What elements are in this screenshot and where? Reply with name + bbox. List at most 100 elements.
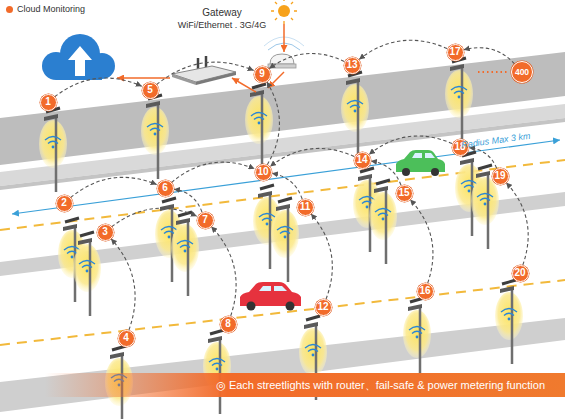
callout-number: 5 xyxy=(142,82,159,99)
mesh-link xyxy=(157,62,254,84)
car-wheel xyxy=(286,302,295,311)
continuation-dots xyxy=(478,71,508,73)
number-text: 20 xyxy=(514,268,525,278)
number-text: 4 xyxy=(123,333,129,343)
streetlight xyxy=(495,280,523,364)
light-sensor xyxy=(264,0,304,68)
number-text: 14 xyxy=(356,155,367,165)
streetlight xyxy=(445,58,473,142)
mesh-link xyxy=(71,177,157,197)
caption-text: ◎ Each streetlights with router、fail-saf… xyxy=(216,379,545,391)
upload-arrow xyxy=(68,46,92,76)
uplink-arrow xyxy=(232,78,256,92)
streetlight xyxy=(369,180,397,264)
callout-number: 11 xyxy=(297,199,314,216)
number-text: 2 xyxy=(61,198,67,208)
callout-number: 9 xyxy=(254,66,271,83)
number-text: 13 xyxy=(346,60,357,70)
mesh-link xyxy=(174,189,202,212)
mesh-link xyxy=(506,183,528,265)
streetlight xyxy=(245,84,273,168)
streetlight xyxy=(271,198,299,282)
mesh-link xyxy=(311,214,332,299)
mesh-link xyxy=(111,239,135,330)
mesh-link xyxy=(410,200,433,283)
uplink-arrow xyxy=(117,77,170,79)
gateway-device xyxy=(172,56,236,85)
car-window xyxy=(274,286,287,291)
callout-number: 19 xyxy=(492,168,509,185)
number-text: 9 xyxy=(259,69,265,79)
mesh-link xyxy=(369,136,452,154)
callout-number: 10 xyxy=(255,164,272,181)
mesh-link xyxy=(270,148,354,166)
sun-rays xyxy=(271,0,297,24)
number-text: 10 xyxy=(257,167,268,177)
mesh-link xyxy=(211,227,236,316)
router-side xyxy=(172,74,196,85)
red-car xyxy=(240,282,301,311)
caption-band: ◎ Each streetlights with router、fail-saf… xyxy=(45,373,565,397)
streetlight xyxy=(403,298,431,382)
number-text: 1 xyxy=(45,97,51,107)
sun xyxy=(278,5,290,17)
car-wheel xyxy=(431,168,439,176)
mesh-link xyxy=(269,53,344,68)
number-text: 7 xyxy=(202,215,208,225)
callout-number: 6 xyxy=(157,180,174,197)
callout-number: 14 xyxy=(354,152,371,169)
green-car xyxy=(396,150,445,176)
car-body xyxy=(396,150,445,172)
number-text: 15 xyxy=(398,188,409,198)
number-text: 8 xyxy=(225,319,231,329)
mesh-link xyxy=(272,173,302,199)
car-wheel xyxy=(247,302,256,311)
callout-number: 20 xyxy=(512,265,529,282)
number-text: 400 xyxy=(515,68,529,77)
uplink-arrow xyxy=(283,24,285,52)
number-text: 16 xyxy=(419,286,430,296)
number-text: 12 xyxy=(317,302,328,312)
legend-swatch xyxy=(6,6,13,13)
callout-number: 1 xyxy=(40,94,57,111)
streetlight xyxy=(341,72,369,156)
number-text: 11 xyxy=(300,202,311,212)
callout-number: 8 xyxy=(220,316,237,333)
streetlight xyxy=(141,95,169,179)
gateway-label: WiFi/Ethernet . 3G/4G xyxy=(157,20,287,30)
legend-entry: Cloud Monitoring xyxy=(6,4,85,14)
number-text: 3 xyxy=(102,227,108,237)
streetlight xyxy=(39,108,67,192)
car-wheel xyxy=(402,168,410,176)
number-text: 17 xyxy=(449,47,460,57)
callout-number: 3 xyxy=(97,224,114,241)
mesh-link xyxy=(112,208,197,227)
number-text: 19 xyxy=(494,171,505,181)
mesh-link xyxy=(359,40,447,59)
car-window xyxy=(259,286,271,291)
number-text: 6 xyxy=(162,183,168,193)
road-band xyxy=(0,318,565,412)
car-window xyxy=(425,153,435,158)
cloud-icon xyxy=(42,34,115,80)
mesh-link xyxy=(469,148,497,168)
mesh-link xyxy=(55,78,142,97)
callout-number: 15 xyxy=(396,185,413,202)
callout-number: 13 xyxy=(344,57,361,74)
streetlight xyxy=(171,212,199,296)
streetlight xyxy=(203,330,231,414)
legend-text: Cloud Monitoring xyxy=(17,4,85,14)
mesh-link xyxy=(267,82,280,165)
mesh-link xyxy=(172,162,255,182)
streetlight xyxy=(73,232,101,316)
callout-number: 16 xyxy=(417,283,434,300)
sensor-base xyxy=(268,64,296,68)
callout-number: 17 xyxy=(447,44,464,61)
router-side xyxy=(196,72,236,85)
number-text: 5 xyxy=(147,85,153,95)
callout-number: 4 xyxy=(118,330,135,347)
mesh-link xyxy=(464,48,515,64)
